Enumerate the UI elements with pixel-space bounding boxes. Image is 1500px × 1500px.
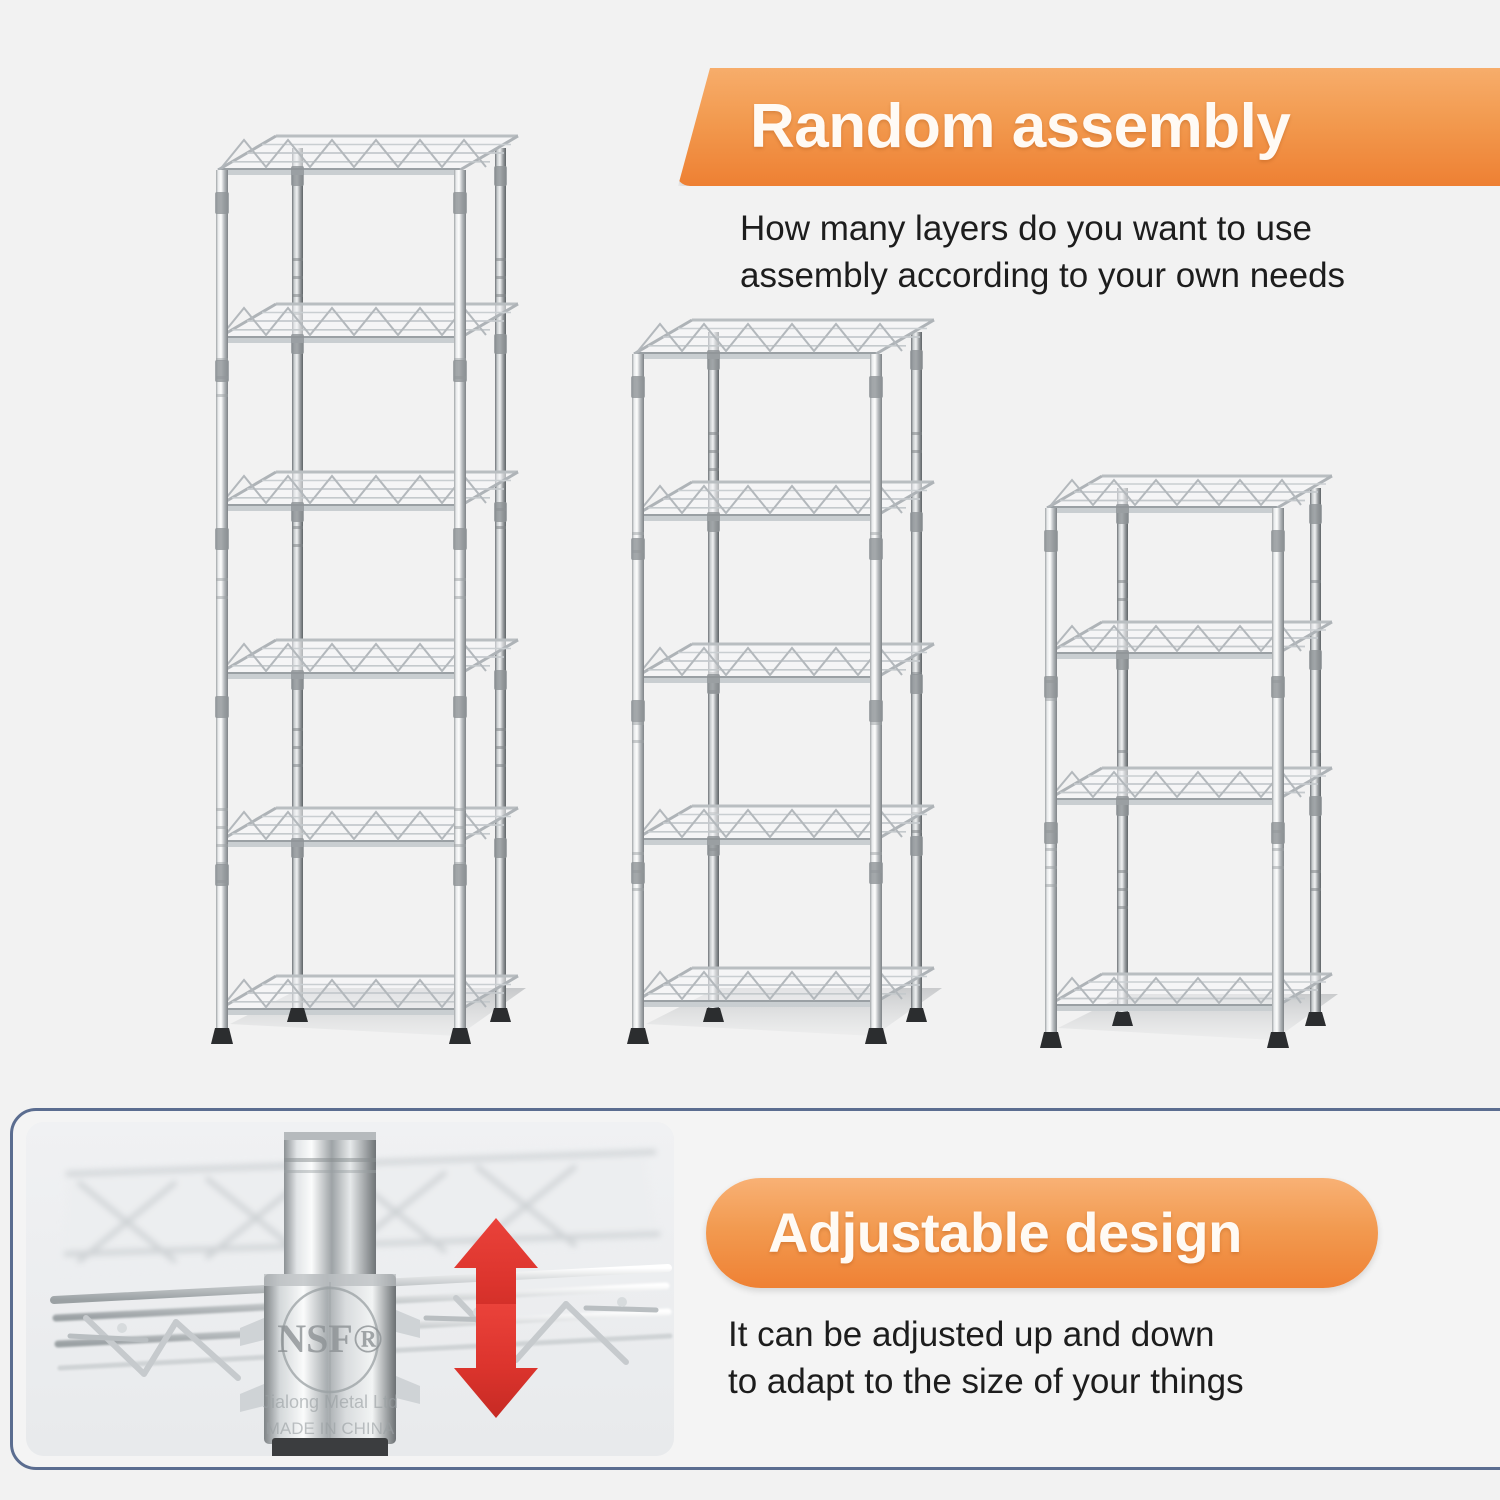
adjustable-design-description-line1: It can be adjusted up and down (728, 1315, 1215, 1354)
leveling-feet (211, 1008, 511, 1044)
adjustable-design-description: It can be adjusted up and down to adapt … (728, 1312, 1458, 1406)
up-arrow (454, 1218, 538, 1338)
leveling-feet (627, 1008, 927, 1044)
random-assembly-description: How many layers do you want to use assem… (740, 206, 1470, 300)
adjustable-design-title: Adjustable design (768, 1201, 1242, 1264)
collar-brand-text: Jialong Metal Ltd (262, 1392, 398, 1412)
nsf-logo-text: NSF® (277, 1316, 382, 1361)
down-arrow (454, 1304, 538, 1418)
four-tier-shelf (1026, 450, 1356, 1078)
leveling-feet (1040, 1012, 1326, 1048)
random-assembly-banner: Random assembly (678, 68, 1500, 186)
shelving-lineup (196, 108, 1356, 1078)
adjustable-design-banner: Adjustable design (706, 1178, 1378, 1288)
random-assembly-description-line1: How many layers do you want to use (740, 209, 1312, 248)
five-tier-shelf (612, 292, 962, 1078)
six-tier-shelf (196, 108, 546, 1078)
post-collar-closeup: NSF® Jialong Metal Ltd MADE IN CHINA (26, 1122, 674, 1456)
adjustable-design-description-line2: to adapt to the size of your things (728, 1361, 1244, 1401)
collar-origin-text: MADE IN CHINA (266, 1419, 395, 1438)
random-assembly-title: Random assembly (750, 92, 1291, 161)
random-assembly-description-line2: assembly according to your own needs (740, 255, 1346, 295)
